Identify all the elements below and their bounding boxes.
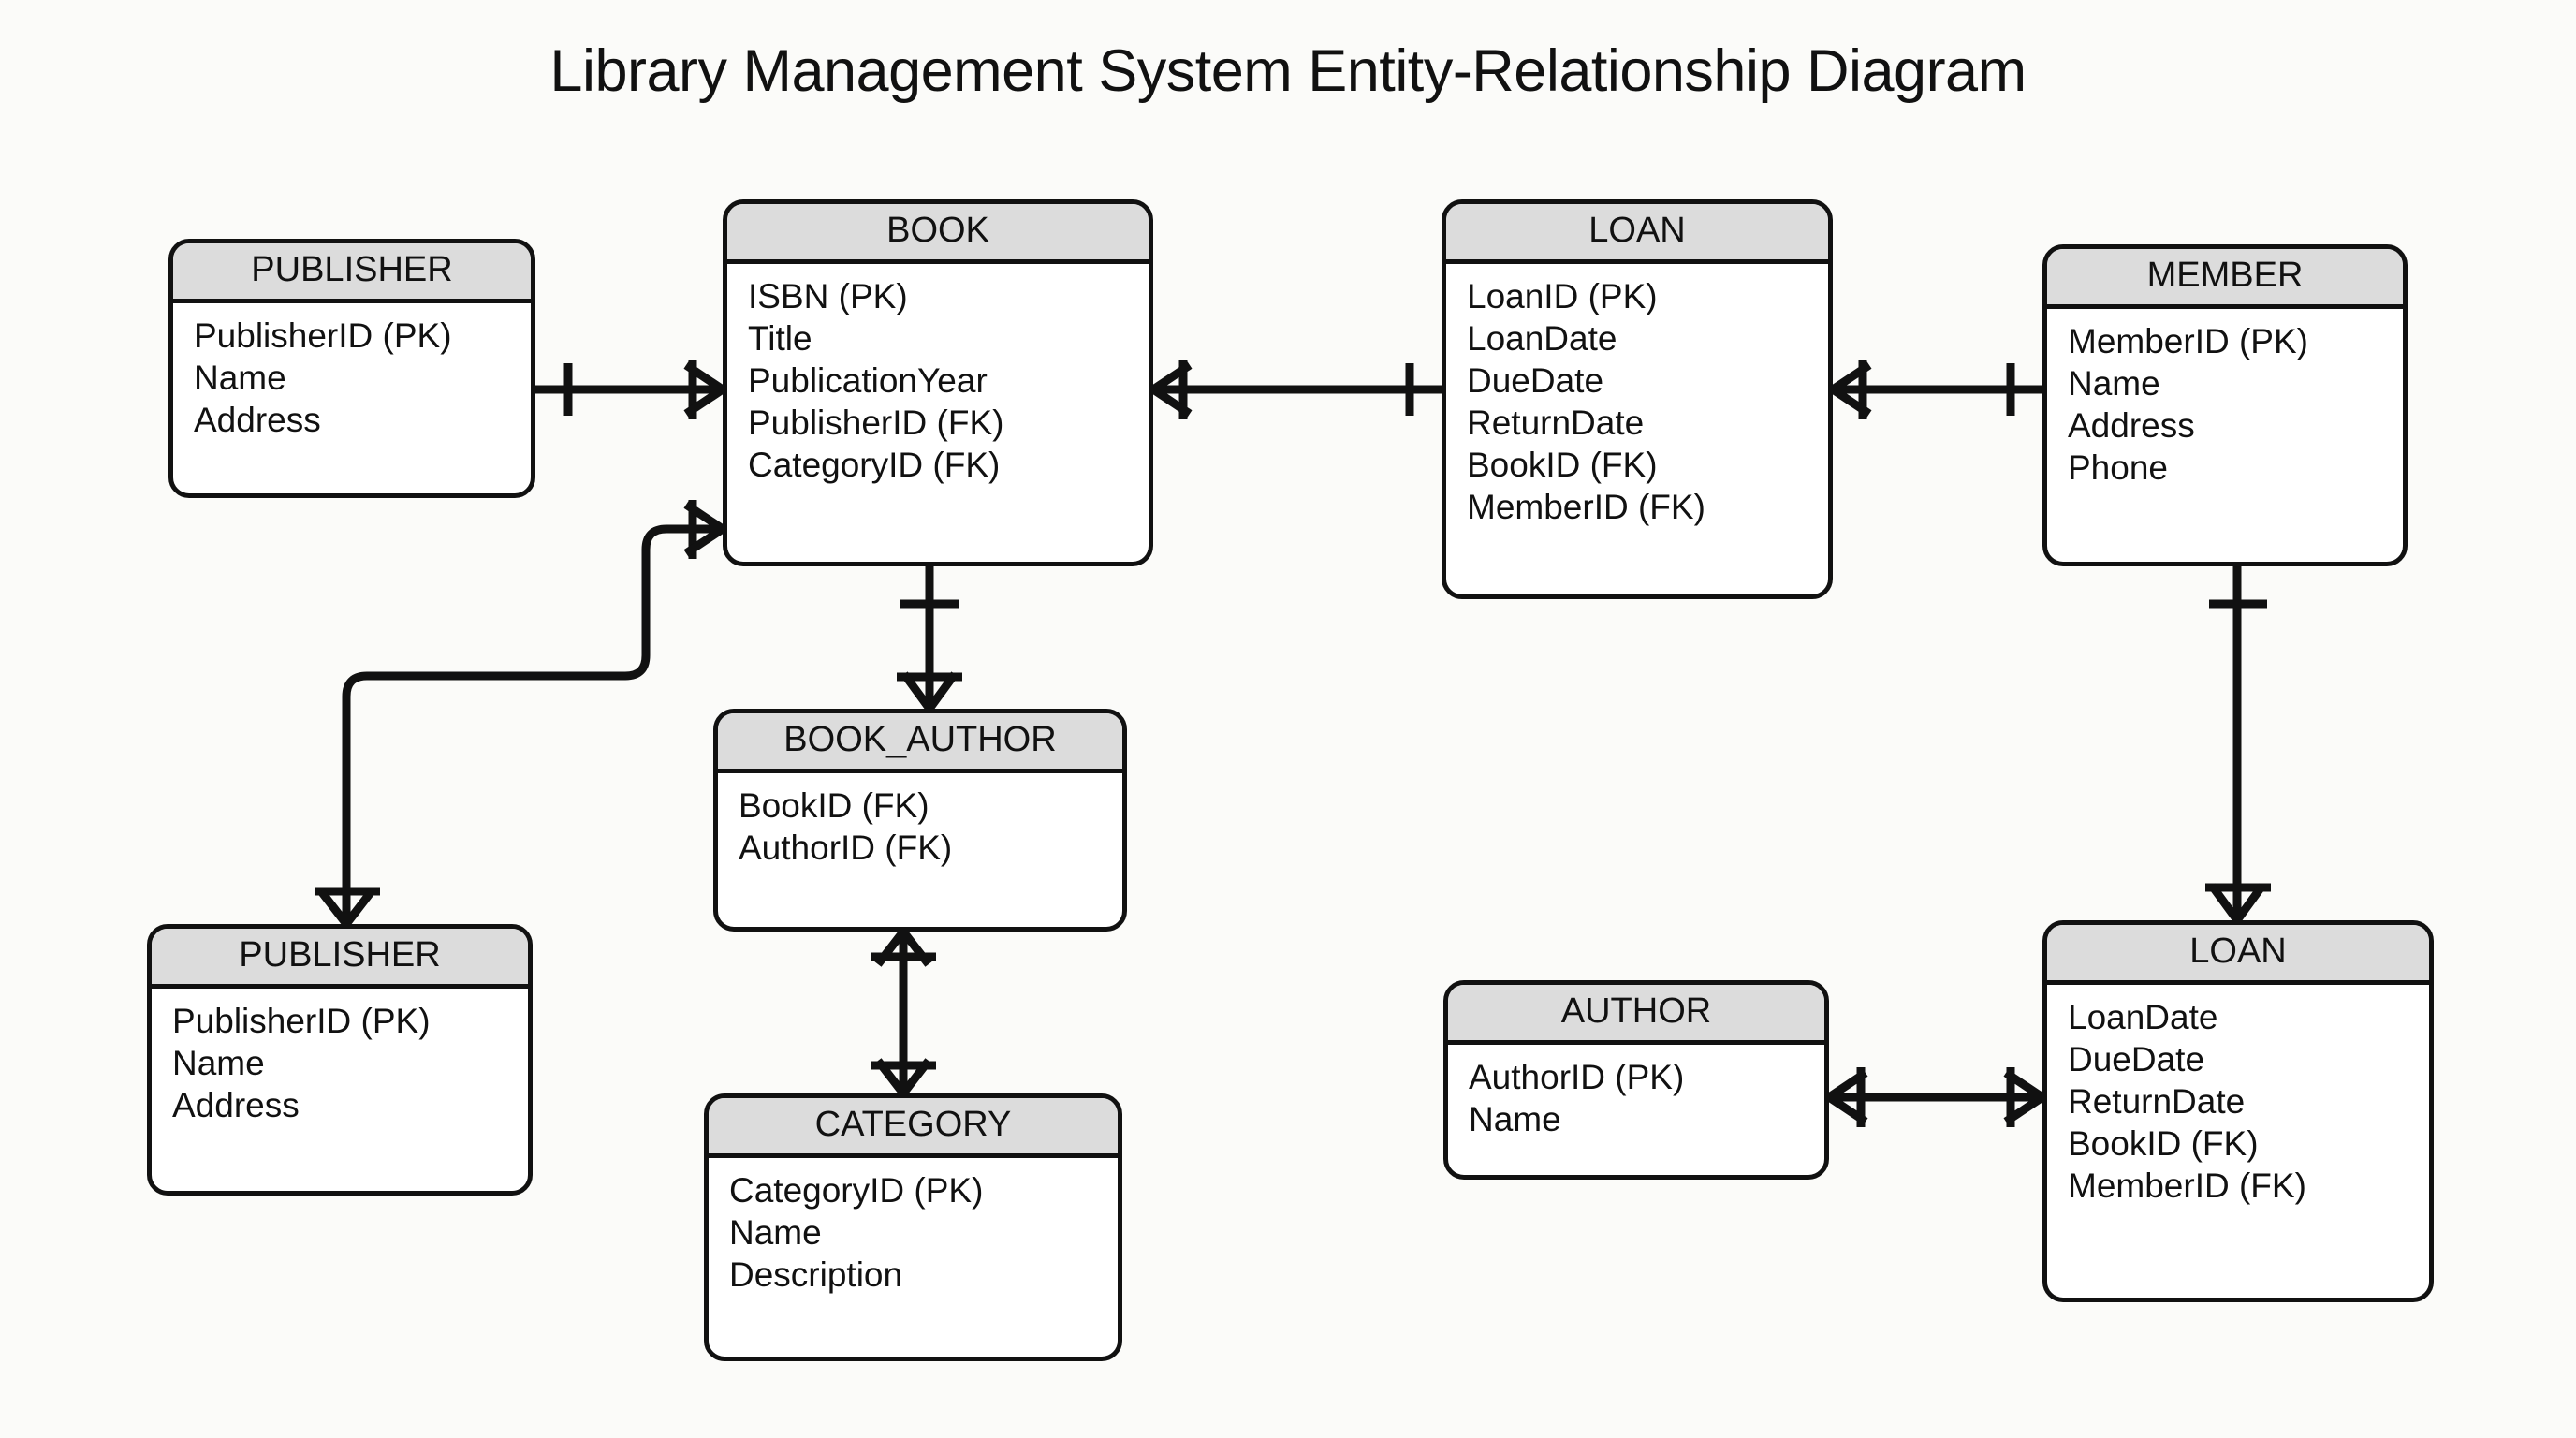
entity-attributes: LoanDate DueDate ReturnDate BookID (FK) … bbox=[2047, 985, 2429, 1217]
attribute-row: BookID (FK) bbox=[2068, 1123, 2259, 1163]
entity-attributes: PublisherID (PK) Name Address bbox=[152, 989, 528, 1136]
attribute-row: CategoryID (FK) bbox=[748, 446, 1001, 485]
entity-loan-bottom[interactable]: LOAN LoanDate DueDate ReturnDate BookID … bbox=[2042, 920, 2434, 1302]
attribute-row: PublisherID (FK) bbox=[748, 403, 1004, 442]
entity-author[interactable]: AUTHOR AuthorID (PK) Name bbox=[1443, 980, 1829, 1180]
entity-title: BOOK bbox=[727, 204, 1149, 264]
attribute-row: ReturnDate bbox=[2068, 1081, 2246, 1121]
attribute-row: ReturnDate bbox=[1467, 403, 1645, 442]
entity-attributes: ISBN (PK) Title PublicationYear Publishe… bbox=[727, 264, 1149, 496]
attribute-row: Name bbox=[1469, 1099, 1561, 1138]
entity-title: LOAN bbox=[2047, 925, 2429, 985]
attribute-row: Name bbox=[729, 1212, 822, 1252]
attribute-row: Address bbox=[172, 1085, 300, 1124]
connector-book-loan bbox=[1150, 360, 1442, 419]
entity-title: LOAN bbox=[1446, 204, 1828, 264]
entity-title: BOOK_AUTHOR bbox=[718, 713, 1122, 773]
connector-loan-member bbox=[1830, 360, 2042, 419]
entity-book-author[interactable]: BOOK_AUTHOR BookID (FK) AuthorID (FK) bbox=[713, 709, 1127, 932]
attribute-row: AuthorID (FK) bbox=[739, 828, 953, 867]
attribute-row: PublisherID (PK) bbox=[194, 315, 452, 355]
attribute-row: Phone bbox=[2068, 448, 2168, 487]
entity-title: PUBLISHER bbox=[152, 929, 528, 989]
entity-member[interactable]: MEMBER MemberID (PK) Name Address Phone bbox=[2042, 244, 2408, 566]
attribute-row: Description bbox=[729, 1255, 903, 1294]
attribute-row: DueDate bbox=[2068, 1039, 2205, 1078]
entity-loan-top[interactable]: LOAN LoanID (PK) LoanDate DueDate Return… bbox=[1442, 199, 1833, 599]
entity-attributes: PublisherID (PK) Name Address bbox=[173, 303, 531, 450]
page-title: Library Management System Entity-Relatio… bbox=[549, 38, 2027, 104]
attribute-row: BookID (FK) bbox=[1467, 446, 1658, 485]
attribute-row: PublicationYear bbox=[748, 360, 988, 400]
attribute-row: PublisherID (PK) bbox=[172, 1001, 431, 1040]
attribute-row: Address bbox=[194, 400, 321, 439]
attribute-row: DueDate bbox=[1467, 360, 1604, 400]
entity-category[interactable]: CATEGORY CategoryID (PK) Name Descriptio… bbox=[704, 1093, 1122, 1361]
attribute-row: Address bbox=[2068, 405, 2195, 445]
entity-publisher-bottom[interactable]: PUBLISHER PublisherID (PK) Name Address bbox=[147, 924, 533, 1196]
connector-publisher-book bbox=[535, 360, 725, 419]
attribute-row: LoanDate bbox=[1467, 318, 1617, 358]
entity-title: AUTHOR bbox=[1448, 985, 1824, 1045]
attribute-row: MemberID (PK) bbox=[2068, 321, 2308, 360]
connector-member-loan-bottom bbox=[2205, 566, 2271, 923]
attribute-row: LoanID (PK) bbox=[1467, 276, 1658, 315]
entity-attributes: AuthorID (PK) Name bbox=[1448, 1045, 1824, 1150]
entity-title: CATEGORY bbox=[709, 1098, 1118, 1158]
attribute-row: ISBN (PK) bbox=[748, 276, 908, 315]
attribute-row: MemberID (FK) bbox=[2068, 1167, 2306, 1206]
attribute-row: BookID (FK) bbox=[739, 785, 929, 825]
connector-book-publisher-bottom bbox=[315, 500, 725, 927]
entity-book[interactable]: BOOK ISBN (PK) Title PublicationYear Pub… bbox=[723, 199, 1153, 566]
entity-title: PUBLISHER bbox=[173, 243, 531, 303]
attribute-row: Title bbox=[748, 318, 812, 358]
attribute-row: MemberID (FK) bbox=[1467, 488, 1705, 527]
attribute-row: LoanDate bbox=[2068, 997, 2218, 1036]
connector-book-bookauthor bbox=[897, 566, 962, 712]
entity-publisher-top[interactable]: PUBLISHER PublisherID (PK) Name Address bbox=[168, 239, 535, 498]
attribute-row: Name bbox=[2068, 363, 2160, 403]
entity-attributes: CategoryID (PK) Name Description bbox=[709, 1158, 1118, 1305]
attribute-row: CategoryID (PK) bbox=[729, 1170, 984, 1210]
entity-title: MEMBER bbox=[2047, 249, 2403, 309]
connector-author-loan-bottom bbox=[1826, 1067, 2045, 1127]
attribute-row: Name bbox=[172, 1043, 265, 1082]
entity-attributes: MemberID (PK) Name Address Phone bbox=[2047, 309, 2403, 499]
attribute-row: Name bbox=[194, 358, 286, 397]
attribute-row: AuthorID (PK) bbox=[1469, 1057, 1685, 1096]
entity-attributes: LoanID (PK) LoanDate DueDate ReturnDate … bbox=[1446, 264, 1828, 538]
connector-bookauthor-category bbox=[871, 929, 936, 1096]
entity-attributes: BookID (FK) AuthorID (FK) bbox=[718, 773, 1122, 878]
